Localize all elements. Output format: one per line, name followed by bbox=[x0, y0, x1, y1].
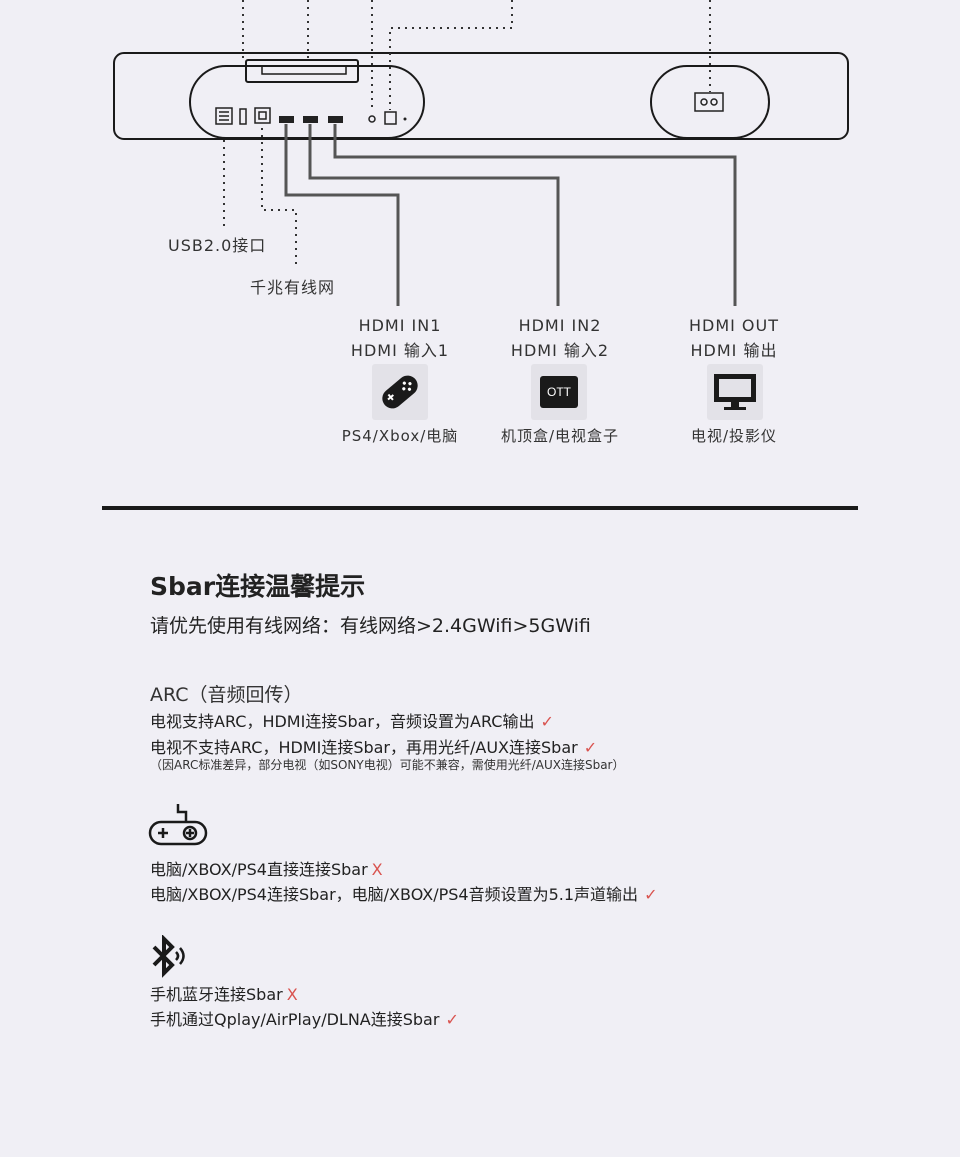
hdmi-port-icons bbox=[279, 116, 343, 123]
bluetooth-line-2: 手机通过Qplay/AirPlay/DLNA连接Sbar ✓ bbox=[150, 1006, 459, 1030]
ott-box-icon: OTT bbox=[531, 364, 587, 420]
usb-port-icon bbox=[215, 107, 233, 125]
lan-port-label: 千兆有线网 bbox=[250, 278, 336, 297]
tips-title: Sbar连接温馨提示 bbox=[150, 572, 366, 601]
arc-line-2-text: 电视不支持ARC，HDMI连接Sbar，再用光纤/AUX连接Sbar bbox=[150, 738, 578, 757]
usb-port-label: USB2.0接口 bbox=[168, 236, 267, 255]
hdmi-out-device-label: 电视/投影仪 bbox=[690, 427, 778, 445]
cross-mark: X bbox=[371, 860, 383, 879]
game-line-2: 电脑/XBOX/PS4连接Sbar，电脑/XBOX/PS4音频设置为5.1声道输… bbox=[150, 881, 657, 905]
hdmi-in1-label-cn: HDMI 输入1 bbox=[350, 341, 450, 360]
cross-mark: X bbox=[286, 985, 298, 1004]
tips-subtitle: 请优先使用有线网络：有线网络>2.4GWifi>5GWifi bbox=[150, 615, 591, 637]
card-slot bbox=[245, 59, 359, 83]
bluetooth-icon bbox=[148, 934, 192, 983]
right-power-panel bbox=[650, 65, 770, 139]
hdmi-in2-device-label: 机顶盒/电视盒子 bbox=[500, 427, 620, 445]
hdmi-in1-device-label: PS4/Xbox/电脑 bbox=[341, 427, 459, 445]
power-socket-icon bbox=[694, 92, 724, 112]
left-port-panel bbox=[189, 65, 425, 139]
arc-line-1-text: 电视支持ARC，HDMI连接Sbar，音频设置为ARC输出 bbox=[150, 712, 535, 731]
game-line-1-text: 电脑/XBOX/PS4直接连接Sbar bbox=[150, 860, 368, 879]
arc-line-1: 电视支持ARC，HDMI连接Sbar，音频设置为ARC输出 ✓ bbox=[150, 708, 554, 732]
usb-slot-icon bbox=[239, 108, 247, 125]
hdmi-in2-label: HDMI IN2 bbox=[518, 316, 602, 335]
gamepad-icon bbox=[372, 364, 428, 420]
check-mark: ✓ bbox=[583, 738, 598, 757]
hdmi-in2-label-cn: HDMI 输入2 bbox=[510, 341, 610, 360]
hdmi-out-label-cn: HDMI 输出 bbox=[690, 341, 778, 360]
arc-note: （因ARC标准差异，部分电视（如SONY电视）可能不兼容，需使用光纤/AUX连接… bbox=[150, 758, 625, 772]
ott-box-body: OTT bbox=[540, 376, 578, 408]
hdmi-in1-label: HDMI IN1 bbox=[358, 316, 442, 335]
bluetooth-line-1-text: 手机蓝牙连接Sbar bbox=[150, 985, 283, 1004]
tv-monitor-icon bbox=[707, 364, 763, 420]
check-mark: ✓ bbox=[644, 885, 658, 904]
hdmi-out-label: HDMI OUT bbox=[688, 316, 780, 335]
soundbar-body bbox=[113, 52, 849, 140]
device-panel-diagram bbox=[113, 0, 849, 306]
bluetooth-line-2-text: 手机通过Qplay/AirPlay/DLNA连接Sbar bbox=[150, 1010, 440, 1029]
game-controller-icon bbox=[148, 802, 208, 856]
check-mark: ✓ bbox=[540, 712, 554, 731]
arc-heading: ARC（音频回传） bbox=[150, 684, 303, 706]
game-line-2-text: 电脑/XBOX/PS4连接Sbar，电脑/XBOX/PS4音频设置为5.1声道输… bbox=[150, 885, 639, 904]
arc-line-2: 电视不支持ARC，HDMI连接Sbar，再用光纤/AUX连接Sbar ✓ bbox=[150, 734, 597, 758]
ethernet-port-icon bbox=[254, 107, 271, 124]
section-divider bbox=[102, 506, 858, 510]
check-mark: ✓ bbox=[445, 1010, 459, 1029]
